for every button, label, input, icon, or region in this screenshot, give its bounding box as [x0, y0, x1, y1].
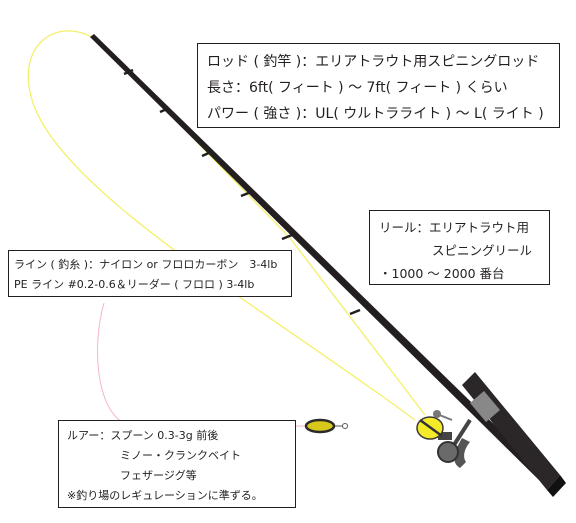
- reel-info-box: リール：エリアトラウト用 スピニングリール ・1000 ～ 2000 番台: [369, 210, 550, 285]
- rod-butt-cap: [547, 475, 566, 497]
- rod-type-text: ロッド ( 釣竿 )：エリアトラウト用スピニングロッド: [207, 54, 540, 70]
- rod-power-text: パワー ( 強さ )：UL( ウルトラライト ) ～ L( ライト ): [207, 106, 544, 122]
- reel-seat: [470, 391, 500, 422]
- lure-body: [304, 418, 336, 434]
- fishing-line: [27, 30, 416, 421]
- reel-type-text: リール：エリアトラウト用: [379, 220, 530, 235]
- line-pe-text: PE ライン #0.2-0.6＆リーダー ( フロロ ) 3-4lb: [14, 278, 255, 291]
- spoon-lure: [304, 418, 348, 434]
- line-info-box: ライン ( 釣糸 )：ナイロン or フロロカーボン 3-4lb PE ライン …: [8, 250, 292, 297]
- spinning-reel: [416, 410, 472, 468]
- lure-info-box: ルアー：スプーン 0.3-3g 前後 ミノー・クランクベイト フェザージグ等 ※…: [58, 420, 296, 508]
- reel-size-text: ・1000 ～ 2000 番台: [379, 266, 505, 281]
- lure-minnow-text: ミノー・クランクベイト: [120, 449, 241, 462]
- line-nylon-text: ライン ( 釣糸 )：ナイロン or フロロカーボン 3-4lb: [14, 258, 278, 271]
- reel-kind-text: スピニングリール: [432, 243, 533, 258]
- lure-feather-text: フェザージグ等: [120, 469, 197, 482]
- rod-guides: [123, 68, 361, 316]
- lure-note-text: ※釣り場のレギュレーションに準ずる。: [67, 489, 263, 502]
- rod-blank: [90, 34, 551, 486]
- rod-grip: [462, 372, 560, 490]
- rod-info-box: ロッド ( 釣竿 )：エリアトラウト用スピニングロッド 長さ：6ft( フィート…: [197, 43, 560, 128]
- lure-spoon-text: ルアー：スプーン 0.3-3g 前後: [67, 429, 219, 442]
- rod-length-text: 長さ：6ft( フィート ) ～ 7ft( フィート ) くらい: [207, 80, 508, 96]
